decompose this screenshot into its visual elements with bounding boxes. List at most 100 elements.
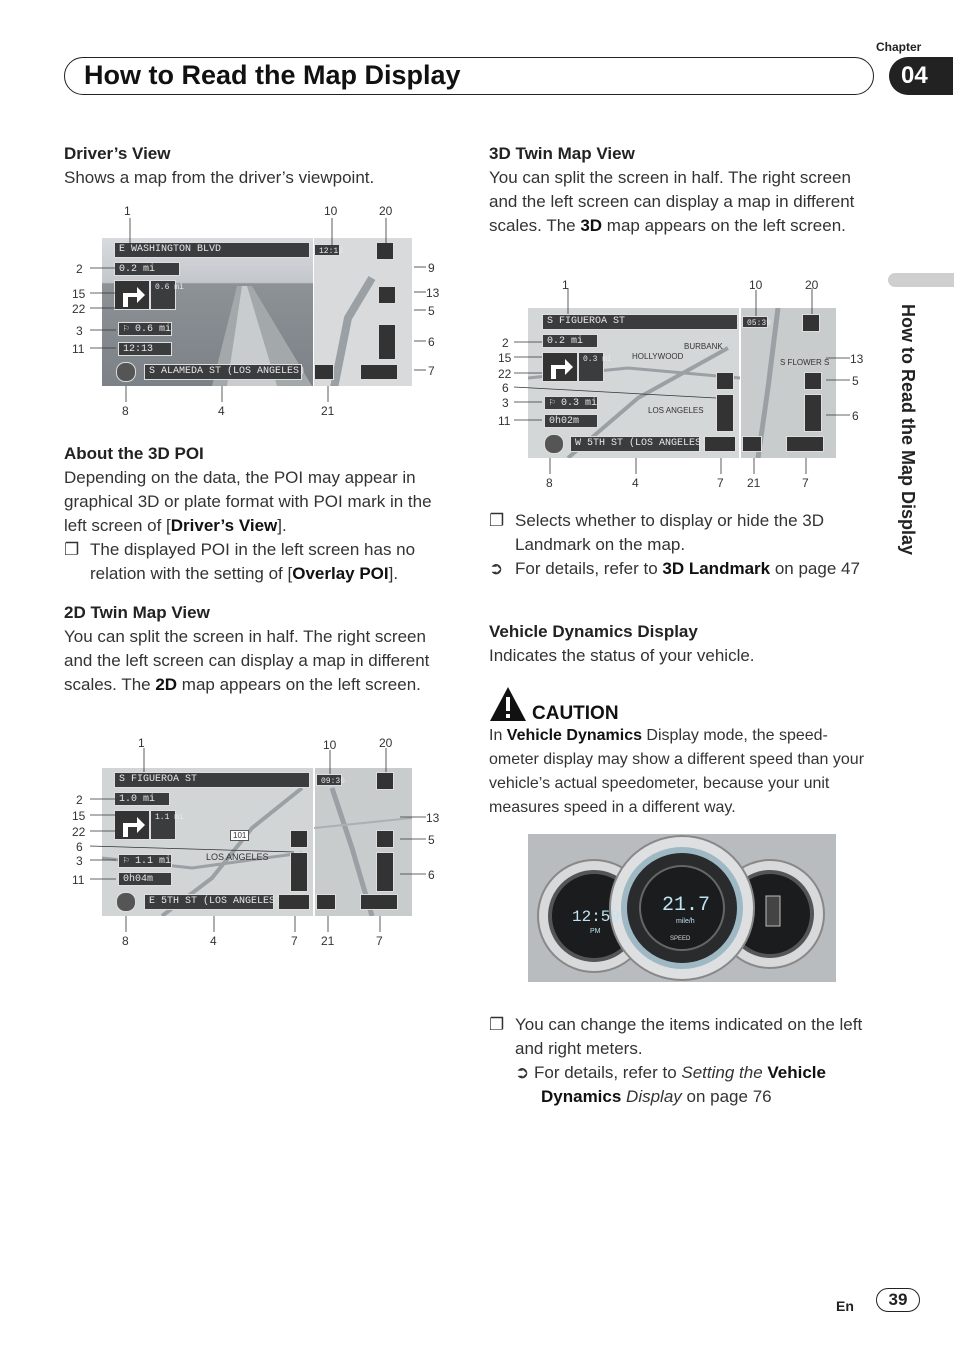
callout-1: 1 (138, 736, 145, 750)
meters-notes: ❐You can change the items indicated on t… (489, 1013, 873, 1109)
callout-10: 10 (324, 204, 338, 218)
callout-4: 4 (632, 476, 639, 490)
remaining-distance: ⚐ 0.3 mi (544, 396, 598, 410)
about-poi-section: About the 3D POI Depending on the data, … (64, 444, 456, 586)
zoom-buttons-right-icon[interactable] (376, 852, 394, 892)
callout-lines (90, 218, 426, 402)
callout-8: 8 (122, 404, 129, 418)
meters-reference: ➲ For details, refer to Setting the Vehi… (515, 1063, 826, 1106)
volume-icon[interactable] (316, 894, 336, 910)
scale-right-icon[interactable] (360, 894, 398, 910)
twin3d-figure: S FIGUEROA ST 0.2 mi 0.3 mi HOLLYWOOD BU… (490, 270, 874, 492)
callout-6-left: 6 (76, 840, 83, 854)
twin2d-section: 2D Twin Map View You can split the scree… (64, 603, 456, 697)
compass-icon[interactable] (544, 434, 564, 454)
callout-8: 8 (122, 934, 129, 948)
page-title: How to Read the Map Display (84, 60, 461, 90)
callout-1: 1 (562, 278, 569, 292)
shortcut-icon[interactable] (376, 772, 394, 790)
callout-1: 1 (124, 204, 131, 218)
side-tab-label: How to Read the Map Display (898, 304, 918, 556)
city-label: LOS ANGELES (206, 852, 269, 862)
callout-22: 22 (72, 302, 86, 316)
callout-lines (513, 288, 850, 474)
dash-speed: 21.7 (662, 894, 711, 917)
callout-13: 13 (850, 352, 864, 366)
scale-right-icon[interactable] (786, 436, 824, 452)
note-box-icon: ❐ (64, 540, 80, 559)
callout-20: 20 (805, 278, 819, 292)
callout-21: 21 (747, 476, 761, 490)
area-label-burbank: BURBANK (684, 342, 723, 351)
callout-11: 11 (498, 414, 511, 428)
remaining-distance: ⚐ 1.1 mi (118, 854, 172, 868)
scale-left-icon[interactable] (278, 894, 310, 910)
street-name: S FIGUEROA ST (114, 772, 310, 788)
drivers-view-heading: Driver’s View (64, 144, 171, 163)
twin3d-text: You can split the screen in half. The ri… (489, 168, 855, 235)
callout-7-left: 7 (291, 934, 298, 948)
street-name: E WASHINGTON BLVD (114, 242, 310, 258)
drivers-view-figure: E WASHINGTON BLVD 0.2 mi 0.6 mi ⚐ 0.6 mi… (64, 200, 454, 422)
callout-6-left: 6 (502, 381, 509, 395)
about-poi-note: ❐The displayed POI in the left screen ha… (64, 540, 416, 583)
street-name: S FIGUEROA ST (542, 314, 738, 330)
caution-label: CAUTION (532, 703, 619, 724)
distance-display: 0.2 mi (114, 262, 180, 276)
shortcut-icon[interactable] (802, 314, 820, 332)
side-tab-marker (888, 273, 954, 287)
meters-note: ❐You can change the items indicated on t… (489, 1015, 863, 1058)
turn-arrow-icon (114, 280, 150, 310)
page-number: 39 (876, 1288, 920, 1312)
zoom-buttons-icon[interactable] (378, 324, 396, 360)
volume-icon[interactable] (314, 364, 334, 380)
callout-5: 5 (428, 304, 435, 318)
twin2d-figure: S FIGUEROA ST 1.0 mi 1.1 mi LOS ANGELES … (64, 730, 454, 952)
about-poi-text: Depending on the data, the POI may appea… (64, 468, 432, 535)
scale-left-icon[interactable] (704, 436, 736, 452)
zoom-buttons-left-icon[interactable] (716, 394, 734, 432)
callout-3: 3 (76, 324, 83, 338)
vehicle-dynamics-text: Indicates the status of your vehicle. (489, 646, 755, 665)
callout-21: 21 (321, 404, 335, 418)
zoom-buttons-left-icon[interactable] (290, 852, 308, 892)
twin3d-heading: 3D Twin Map View (489, 144, 635, 163)
compass-icon[interactable] (116, 892, 136, 912)
distance-display: 0.2 mi (542, 334, 598, 348)
zoom-buttons-right-icon[interactable] (804, 394, 822, 432)
callout-7-right: 7 (376, 934, 383, 948)
callout-3: 3 (76, 854, 83, 868)
right-street-label: S FLOWER S (780, 358, 830, 367)
warning-triangle-icon (490, 687, 526, 721)
volume-icon[interactable] (742, 436, 762, 452)
return-button-icon[interactable] (360, 364, 398, 380)
arrival-time: 0h04m (118, 872, 172, 886)
twin3d-notes: ❐Selects whether to display or hide the … (489, 509, 873, 581)
compass-icon[interactable] (116, 362, 136, 382)
callout-13: 13 (426, 811, 440, 825)
landmark-right-icon[interactable] (804, 372, 822, 390)
twin2d-screenshot: S FIGUEROA ST 1.0 mi 1.1 mi LOS ANGELES … (102, 768, 412, 916)
language-label: En (836, 1298, 854, 1314)
current-street: E 5TH ST (LOS ANGELES) (144, 894, 281, 910)
landmark-icon[interactable] (290, 830, 308, 848)
callout-5: 5 (428, 833, 435, 847)
distance-display: 1.0 mi (114, 792, 170, 806)
area-label-la: LOS ANGELES (648, 406, 704, 415)
clock: 05:39 (742, 316, 771, 328)
shortcut-icon[interactable] (376, 242, 394, 260)
dash-clock-ampm: PM (590, 928, 601, 935)
view-mode-icon[interactable] (378, 286, 396, 304)
twin2d-text: You can split the screen in half. The ri… (64, 627, 430, 694)
landmark-right-icon[interactable] (376, 830, 394, 848)
caution-text: In Vehicle Dynamics Display mode, the sp… (489, 727, 865, 816)
drivers-view-screenshot: E WASHINGTON BLVD 0.2 mi 0.6 mi ⚐ 0.6 mi… (102, 238, 412, 386)
title-frame (64, 57, 874, 95)
callout-11: 11 (72, 342, 85, 356)
landmark-icon[interactable] (716, 372, 734, 390)
callout-lines (89, 748, 426, 932)
callout-15: 15 (72, 287, 86, 301)
callout-20: 20 (379, 204, 393, 218)
callout-4: 4 (210, 934, 217, 948)
dash-clock: 12:59 (572, 908, 621, 926)
